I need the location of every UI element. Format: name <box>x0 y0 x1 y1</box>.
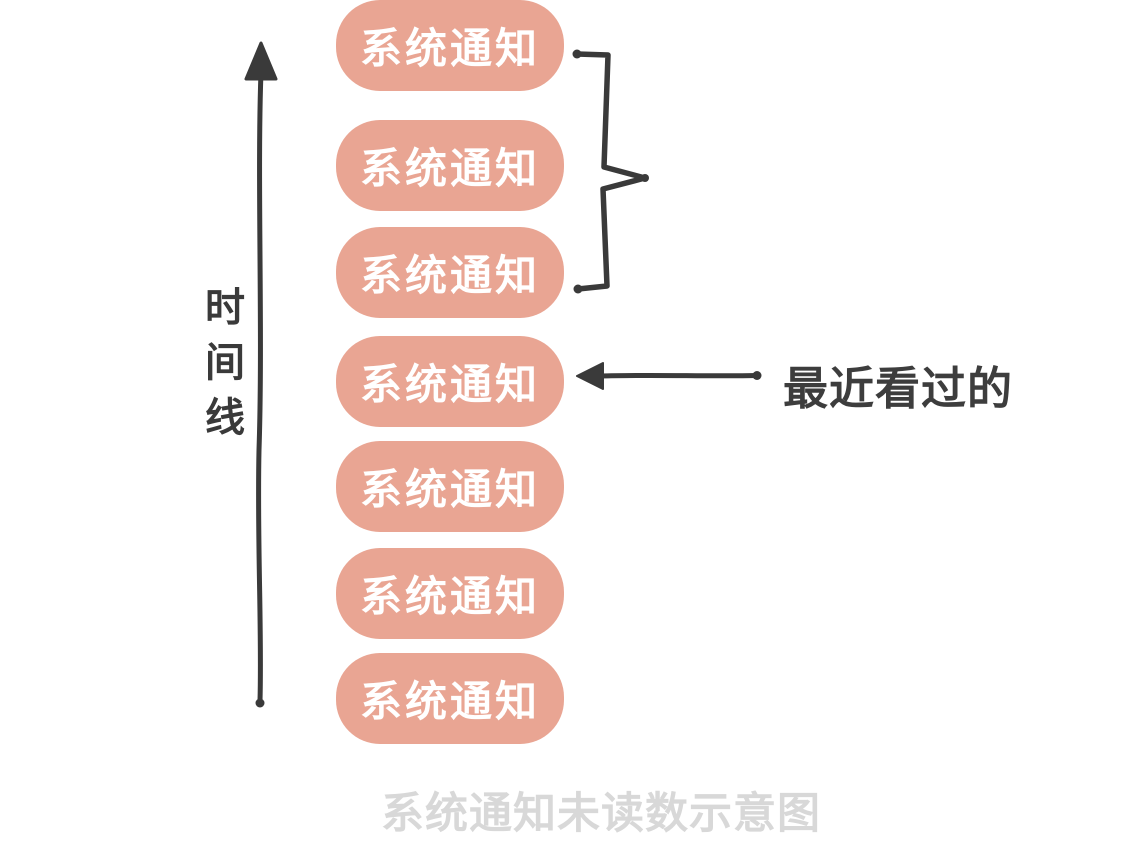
left-arrow-icon <box>576 362 762 390</box>
timeline-up-arrow-icon <box>244 41 278 708</box>
notification-box: 系统通知 <box>336 441 564 532</box>
notification-box-label: 系统通知 <box>359 24 540 73</box>
notification-box: 系统通知 <box>336 120 564 211</box>
notification-box-label: 系统通知 <box>359 144 540 193</box>
notification-box: 系统通知 <box>336 0 564 91</box>
timeline-label: 时间线 <box>198 286 244 451</box>
diagram-caption: 系统通知未读数示意图 <box>381 789 821 839</box>
notification-box: 系统通知 <box>336 653 564 744</box>
notification-box-label: 系统通知 <box>359 360 540 409</box>
notification-box: 系统通知 <box>336 548 564 639</box>
notification-box-label: 系统通知 <box>359 572 540 621</box>
notification-box-label: 系统通知 <box>359 251 540 300</box>
notification-box-label: 系统通知 <box>359 677 540 726</box>
notification-box: 系统通知 <box>336 227 564 318</box>
notification-box: 系统通知 <box>336 336 564 427</box>
notification-box-label: 系统通知 <box>359 465 540 514</box>
recently-viewed-label: 最近看过的 <box>783 362 1014 415</box>
brace-icon <box>572 49 649 294</box>
